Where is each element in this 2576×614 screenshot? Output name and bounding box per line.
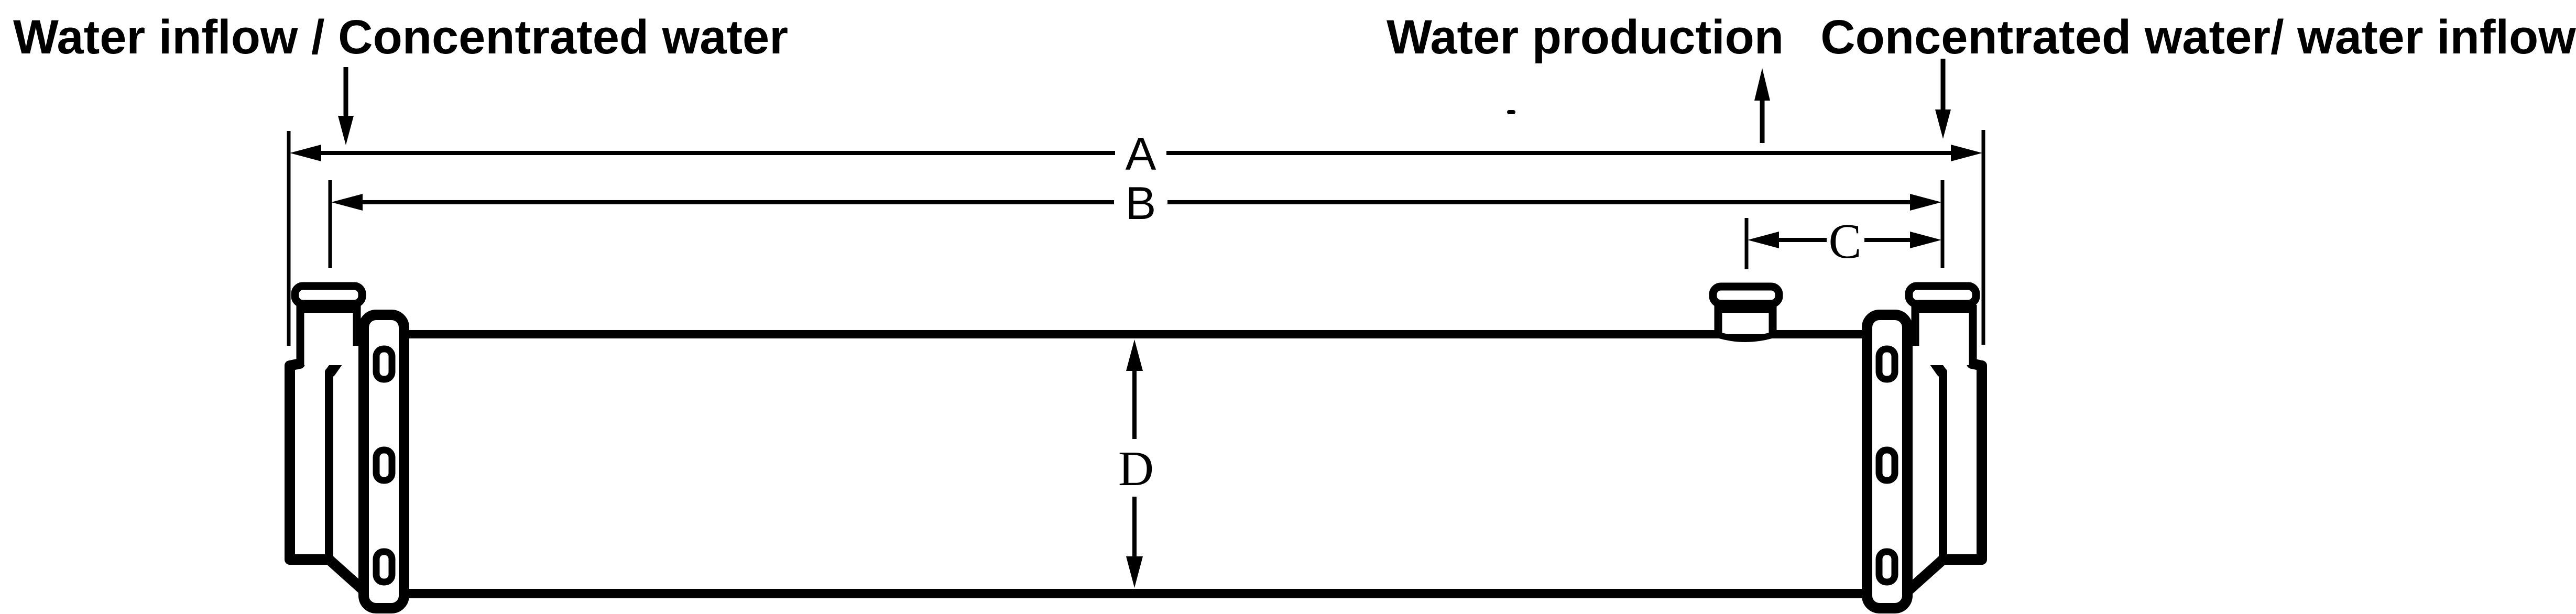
right-port-cap	[1905, 282, 1980, 308]
dim-D-arrow-bottom	[1126, 556, 1143, 588]
captions: Water inflow / Concentrated water Water …	[13, 10, 2576, 64]
production-port-base-curve	[1718, 332, 1773, 342]
dimension-A: A	[287, 128, 1985, 346]
dim-B-label: B	[1126, 177, 1156, 229]
caption-water-inflow: Water inflow / Concentrated water	[13, 10, 788, 64]
vessel-body	[404, 330, 1868, 598]
dim-A-arrow-left	[290, 145, 321, 161]
left-flange	[358, 310, 409, 613]
vessel-bottom-edge	[404, 589, 1868, 598]
dim-A-label: A	[1126, 128, 1156, 180]
right-end-port	[1905, 282, 1980, 366]
scan-speck	[1507, 110, 1515, 114]
right-flange-slot-bottom	[1875, 548, 1898, 586]
right-cap-outer-profile	[1903, 360, 1987, 596]
dim-D-label: D	[1118, 442, 1154, 496]
caption-water-production: Water production	[1387, 10, 1784, 64]
right-flange	[1862, 310, 1913, 613]
concentrate-arrow-down-icon	[1935, 109, 1951, 139]
dim-C-arrow-right	[1910, 232, 1941, 248]
dimension-C: C	[1744, 214, 1941, 269]
left-flange-slot-bottom	[373, 548, 396, 586]
dim-D-arrow-top	[1126, 339, 1143, 371]
left-port-cap	[291, 282, 366, 308]
inflow-arrow-down-icon	[338, 116, 354, 145]
left-flange-slot-top	[373, 345, 396, 383]
right-port-neck-fill	[1916, 306, 1972, 365]
production-arrow-up-icon	[1754, 68, 1770, 101]
production-port	[1709, 282, 1783, 342]
dim-C-label: C	[1829, 214, 1862, 269]
dimension-D: D	[1118, 339, 1154, 588]
right-flange-slot-top	[1875, 345, 1898, 383]
dim-B-arrow-right	[1910, 194, 1941, 211]
caption-concentrated-water: Concentrated water/ water inflow	[1820, 10, 2576, 64]
dimension-B: B	[328, 177, 1945, 268]
dim-A-arrow-right	[1951, 145, 1982, 161]
production-port-cap	[1709, 282, 1783, 308]
left-flange-slot-middle	[373, 446, 396, 484]
left-end-port	[291, 282, 366, 366]
dim-C-arrow-left	[1748, 232, 1779, 248]
right-flange-slot-middle	[1875, 446, 1898, 484]
left-cap-outer-profile	[285, 360, 369, 596]
left-port-neck-fill	[301, 306, 357, 365]
flow-arrows	[338, 59, 1951, 145]
dim-B-arrow-left	[331, 194, 363, 211]
vessel-top-edge	[404, 330, 1868, 338]
